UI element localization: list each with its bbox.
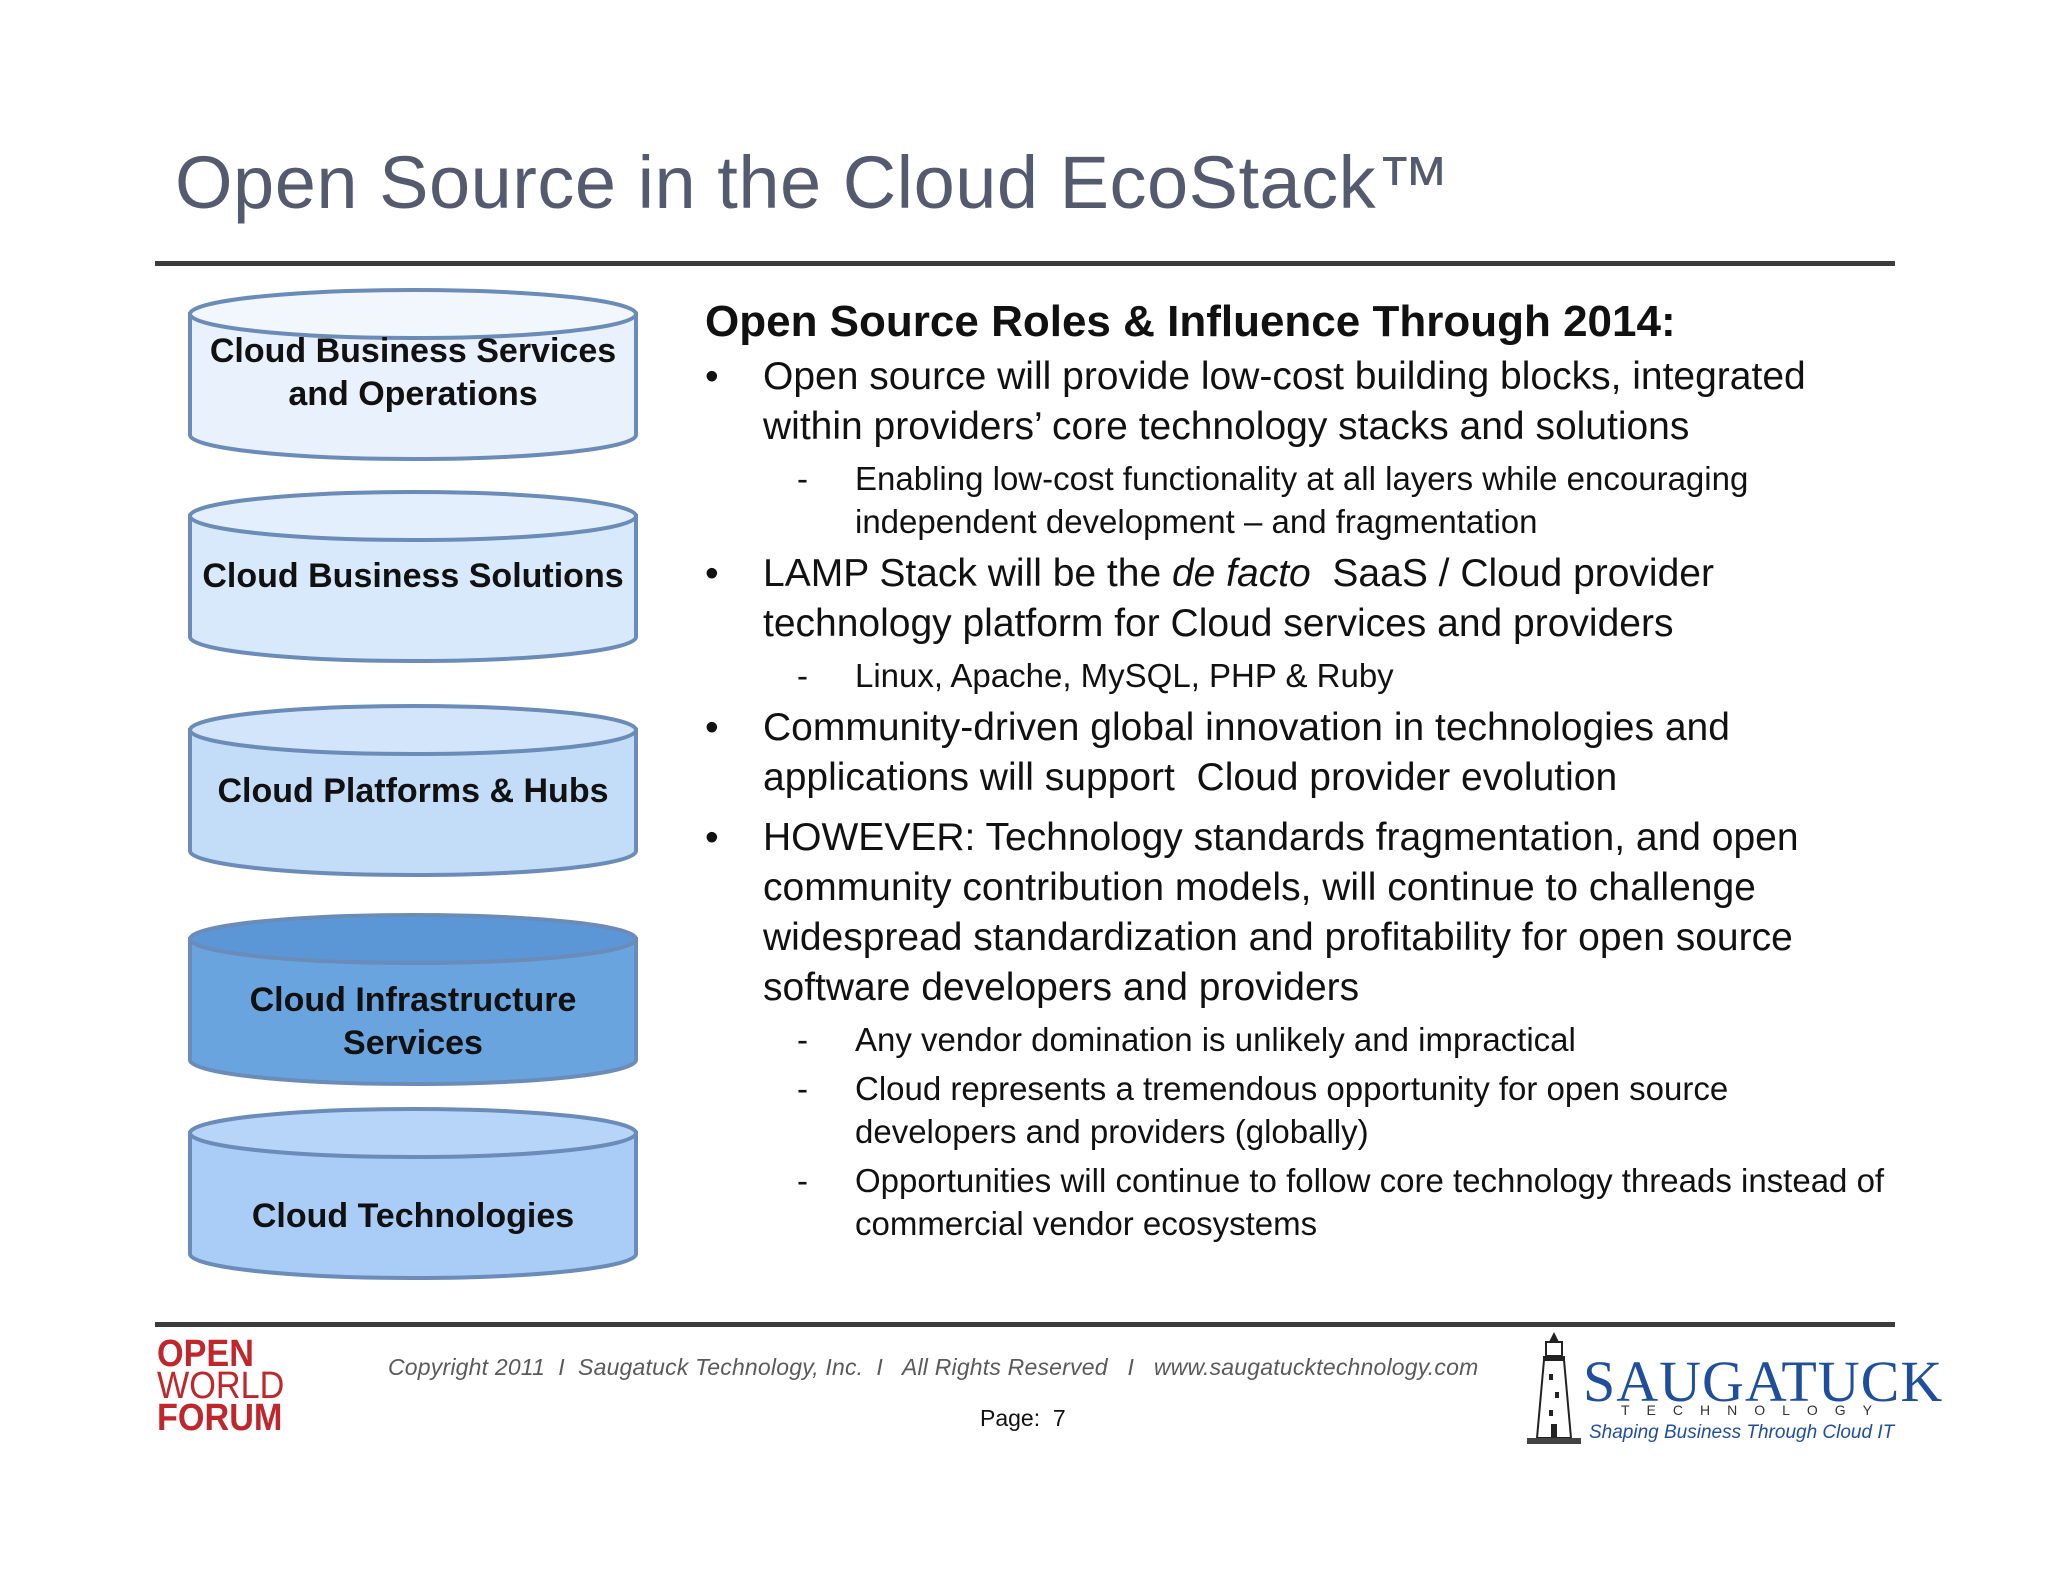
- bullet-item: • Community-driven global innovation in …: [705, 703, 1885, 803]
- bullet-item: • HOWEVER: Technology standards fragment…: [705, 813, 1885, 1013]
- bullet-icon: •: [705, 552, 719, 595]
- dash-icon: -: [797, 1070, 808, 1107]
- saugatuck-wordmark: SAUGATUCK: [1583, 1349, 1944, 1414]
- saugatuck-logo: SAUGATUCK TECHNOLOGY Shaping Business Th…: [1525, 1330, 1942, 1450]
- layer-label-business-services: Cloud Business Services and Operations: [209, 332, 617, 413]
- bullet-icon: •: [705, 816, 719, 859]
- cylinder-infrastructure-services: [188, 913, 638, 1086]
- footer-divider: [155, 1322, 1895, 1327]
- owf-logo-line: OPEN: [157, 1333, 254, 1375]
- dash-icon: -: [797, 1162, 808, 1199]
- slide-title: Open Source in the Cloud EcoStack™: [175, 141, 1451, 224]
- bullet-text: Open source will provide low-cost buildi…: [763, 355, 1806, 448]
- bullet-item: • LAMP Stack will be the de facto SaaS /…: [705, 549, 1885, 649]
- bullet-text: HOWEVER: Technology standards fragmentat…: [763, 816, 1799, 1009]
- bullet-text-lead: LAMP Stack will be the: [763, 552, 1172, 595]
- title-divider: [155, 261, 1895, 266]
- layer-label-infrastructure-services: Cloud Infrastructure Services: [249, 981, 577, 1062]
- owf-logo-line: FORUM: [157, 1397, 283, 1439]
- sub-bullet-item: - Any vendor domination is unlikely and …: [705, 1018, 1885, 1061]
- saugatuck-subword: TECHNOLOGY: [1621, 1402, 1890, 1418]
- copyright-text: Copyright 2011 I Saugatuck Technology, I…: [388, 1354, 1479, 1380]
- cylinder-business-services: [188, 288, 638, 461]
- cylinder-technologies: [188, 1107, 638, 1280]
- ecostack-diagram: Cloud Business Services and Operations C…: [186, 280, 640, 1300]
- layer-label-business-solutions: Cloud Business Solutions: [202, 557, 624, 595]
- sub-bullet-text: Opportunities will continue to follow co…: [855, 1162, 1885, 1242]
- sub-bullet-item: - Cloud represents a tremendous opportun…: [705, 1067, 1885, 1153]
- lighthouse-icon: [1527, 1332, 1581, 1444]
- sub-bullet-text: Any vendor domination is unlikely and im…: [855, 1021, 1576, 1058]
- page-number: Page: 7: [980, 1405, 1066, 1431]
- sub-bullet-text: Enabling low-cost functionality at all l…: [855, 460, 1749, 540]
- layer-label-platforms-hubs: Cloud Platforms & Hubs: [217, 772, 609, 810]
- sub-bullet-item: - Enabling low-cost functionality at all…: [705, 457, 1885, 543]
- content-panel: Open Source Roles & Influence Through 20…: [705, 296, 1885, 1251]
- layer-label-technologies: Cloud Technologies: [251, 1197, 575, 1235]
- bullet-icon: •: [705, 706, 719, 749]
- bullet-text: Community-driven global innovation in te…: [763, 706, 1741, 799]
- cylinder-business-solutions: [188, 490, 638, 663]
- dash-icon: -: [797, 657, 808, 694]
- ecostack-cylinders: [188, 288, 638, 1280]
- sub-bullet-text: Cloud represents a tremendous opportunit…: [855, 1070, 1729, 1150]
- owf-logo-line: WORLD: [157, 1365, 285, 1407]
- bullet-icon: •: [705, 355, 719, 398]
- bullet-text-emphasis: de facto: [1171, 552, 1311, 595]
- saugatuck-tagline: Shaping Business Through Cloud IT: [1589, 1422, 1895, 1443]
- dash-icon: -: [797, 1021, 808, 1058]
- sub-bullet-item: - Opportunities will continue to follow …: [705, 1159, 1885, 1245]
- sub-bullet-item: - Linux, Apache, MySQL, PHP & Ruby: [705, 654, 1885, 697]
- bullet-text-tail: SaaS / Cloud provider technology platfor…: [763, 552, 1725, 645]
- content-heading: Open Source Roles & Influence Through 20…: [705, 297, 1676, 346]
- bullet-item: • Open source will provide low-cost buil…: [705, 352, 1885, 452]
- sub-bullet-text: Linux, Apache, MySQL, PHP & Ruby: [855, 657, 1394, 694]
- dash-icon: -: [797, 460, 808, 497]
- cylinder-platforms-hubs: [188, 704, 638, 877]
- open-world-forum-logo: OPEN WORLD FORUM: [157, 1333, 298, 1439]
